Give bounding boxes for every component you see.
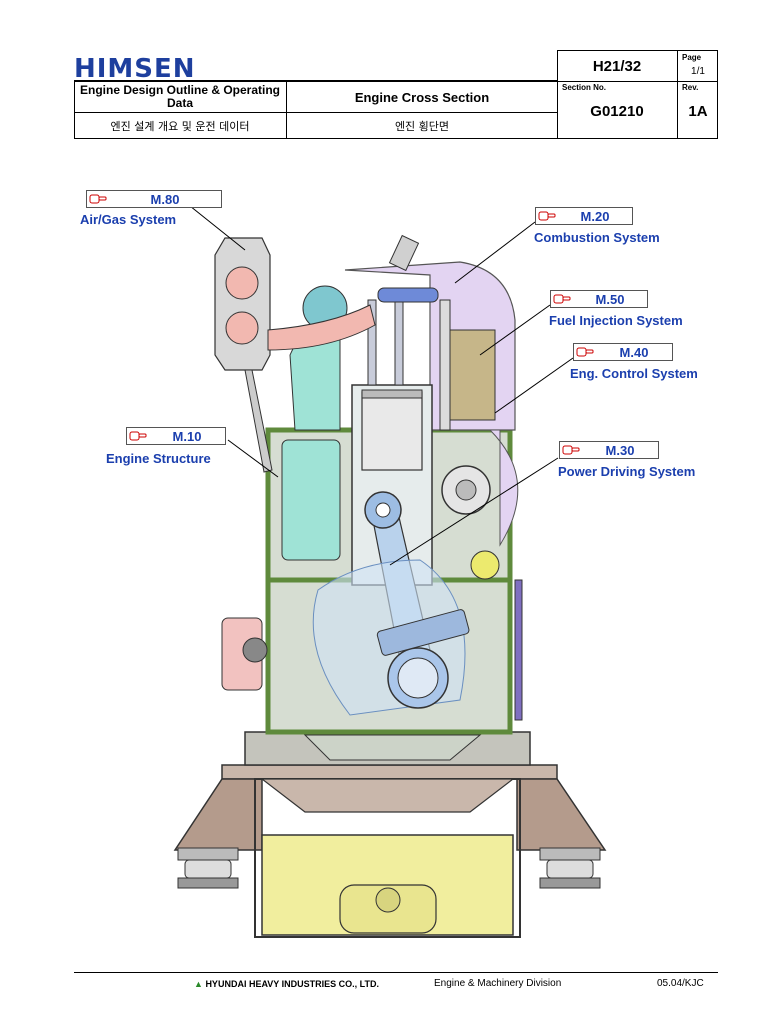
callout-label-combustion-system: Combustion System [534, 230, 660, 245]
camshaft [441, 465, 500, 580]
callout-code: M.30 [605, 442, 635, 458]
hyundai-triangle-icon: ▲ [194, 979, 203, 989]
fuel-injection-pump [449, 329, 496, 421]
callout-label-eng-control-system: Eng. Control System [570, 366, 698, 381]
section-title-ko: 엔진 횡단면 [394, 119, 450, 133]
document-title-ko: 엔진 설계 개요 및 운전 데이터 [110, 119, 250, 133]
pointing-hand-icon [574, 344, 596, 360]
rev-label: Rev. [682, 83, 699, 92]
page-value: 1/1 [691, 65, 705, 77]
pointing-hand-icon [560, 442, 582, 458]
leader-lines [184, 201, 574, 566]
callout-label-air-gas-system: Air/Gas System [80, 212, 177, 227]
callout-label-power-driving-system: Power Driving System [558, 464, 696, 479]
header-rule [74, 80, 558, 81]
callout-tag-m10[interactable]: M.10 [126, 427, 226, 445]
callout-tag-m80[interactable]: M.80 [86, 190, 222, 208]
callout-code: M.20 [580, 208, 610, 224]
cylinder-liner [351, 384, 433, 586]
footer-company: ▲ HYUNDAI HEAVY INDUSTRIES CO., LTD. [194, 979, 379, 989]
footer-rule [74, 972, 718, 973]
document-title-en: Engine Design Outline & Operating Data [79, 83, 280, 110]
base-frame [173, 764, 607, 938]
resilient-mounts [177, 847, 601, 889]
pointing-hand-icon [551, 291, 573, 307]
pointing-hand-icon [127, 428, 149, 444]
footer-division: Engine & Machinery Division [434, 978, 562, 989]
callout-tag-m30[interactable]: M.30 [559, 441, 659, 459]
pointing-hand-icon [87, 191, 109, 207]
callout-code: M.80 [150, 191, 180, 207]
himsen-logo: HIMSEN [74, 54, 196, 84]
connecting-rod [312, 491, 470, 716]
callout-code: M.40 [619, 344, 649, 360]
flywheel-cover [488, 429, 519, 547]
vibration-damper [242, 637, 268, 663]
model-number: H21/32 [592, 57, 642, 75]
section-number: G01210 [590, 102, 644, 120]
support-strut [244, 369, 273, 473]
callout-tag-m40[interactable]: M.40 [573, 343, 673, 361]
callout-tag-m50[interactable]: M.50 [550, 290, 648, 308]
callout-label-fuel-injection-system: Fuel Injection System [549, 313, 683, 328]
valve-gear [367, 234, 451, 431]
page-label: Page [682, 53, 702, 62]
model-block [557, 50, 718, 82]
rev-value: 1A [688, 102, 708, 120]
callout-label-engine-structure: Engine Structure [106, 451, 211, 466]
pointing-hand-icon [536, 208, 558, 224]
callout-code: M.10 [172, 428, 202, 444]
callout-code: M.50 [595, 291, 625, 307]
crankcase-door [514, 579, 523, 721]
section-title-en: Engine Cross Section [354, 89, 490, 105]
exhaust-manifold [214, 237, 376, 371]
callout-tag-m20[interactable]: M.20 [535, 207, 633, 225]
title-block [74, 81, 718, 139]
section-label: Section No. [562, 83, 607, 92]
footer-date-code: 05.04/KJC [657, 978, 704, 989]
